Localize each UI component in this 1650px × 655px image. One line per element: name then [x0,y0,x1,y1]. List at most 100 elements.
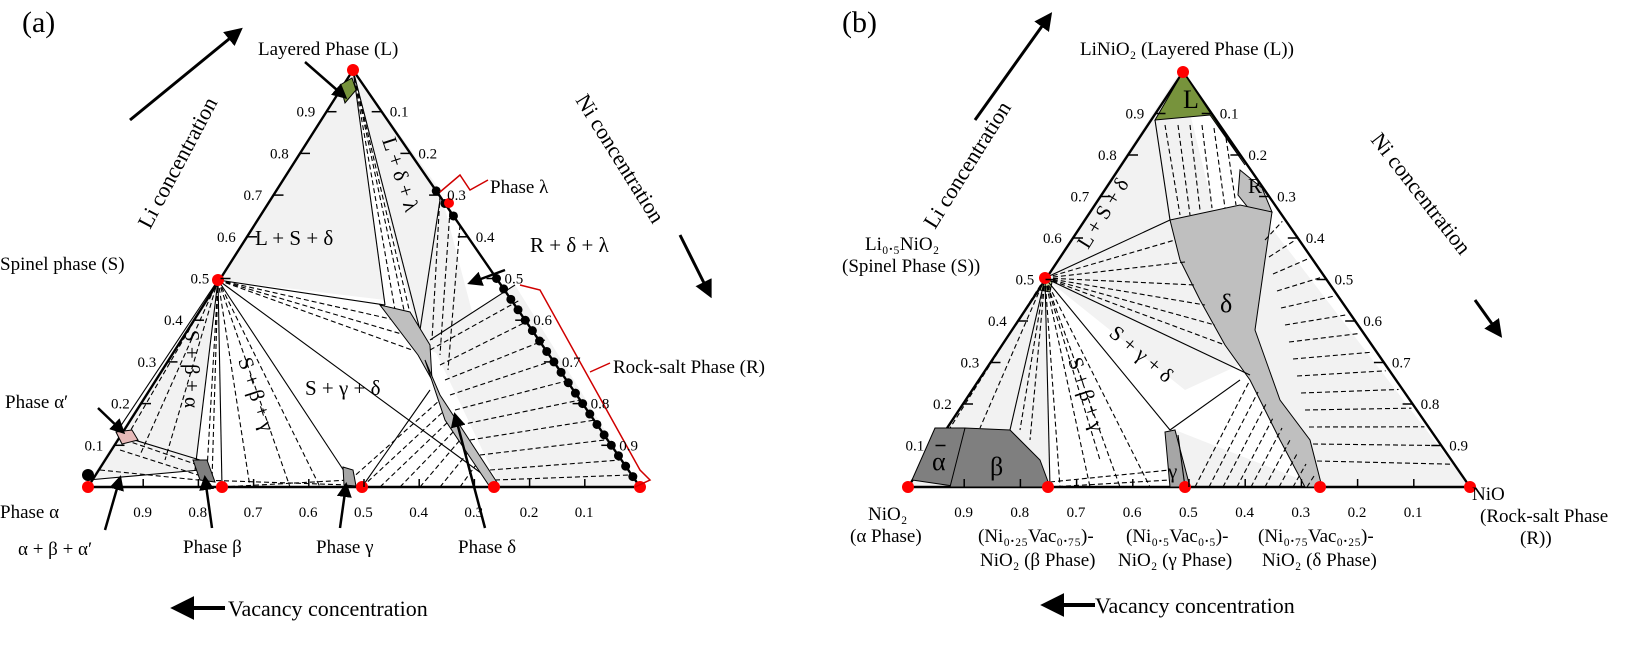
callout-spinel-a: Spinel phase (S) [0,254,125,275]
lambda-dot [448,211,458,221]
panel-b-bottom-tick-label: 0.6 [1123,505,1142,521]
rock-salt-dot [556,367,566,377]
region-R-b: R [1248,174,1262,198]
panel-a-left-tick-label: 0.1 [85,438,104,454]
panel-b-right-tick-label: 0.8 [1421,397,1440,413]
panel-b-left-tick-label: 0.7 [1071,190,1090,206]
callout-delta1-b: (Ni₀.₇₅Vac₀.₂₅)- [1258,526,1374,547]
tie-line [1306,475,1315,488]
tie-line [1236,415,1275,488]
callout-nio1-b: NiO [1472,484,1505,505]
arrow-gamma [336,482,352,529]
panel-b-left-tick-label: 0.4 [988,314,1007,330]
tie-line [1292,463,1307,488]
region-fill-rdl [430,285,640,487]
panel-a-left-tick-label: 0.2 [111,397,130,413]
rock-salt-dot [506,294,516,304]
panel-a-right-tick-label: 0.6 [533,313,552,329]
callout-delta2-b: NiO₂ (δ Phase) [1262,550,1377,571]
tie-line [1312,443,1438,447]
panel-a-left-tick-label: 0.7 [244,188,263,204]
marker-R-b [1464,481,1476,493]
panel-b-right-tick-label: 0.9 [1449,439,1468,455]
marker-delta-b [1314,481,1326,493]
callout-nio2-b: (Rock-salt Phase [1480,506,1608,527]
vac-axis-label-b: Vacancy concentration [1095,593,1295,618]
panel-b-right-tick-label: 0.4 [1306,231,1325,247]
panel-b-right-tick-label: 0.6 [1363,314,1382,330]
panel-a-left-tick-label: 0.5 [191,272,210,288]
callout-nio2-2-b: (α Phase) [850,526,922,547]
callout-alpha-prime-a: Phase α′ [5,392,68,413]
arrow-beta [199,475,215,529]
callout-layered-a: Layered Phase (L) [258,39,398,60]
arrow-delta [450,412,487,529]
vac-axis-label-a: Vacancy concentration [228,596,428,621]
rock-salt-dot [628,472,638,482]
panel-b-right-tick-label: 0.7 [1392,356,1411,372]
panel-a-left-tick-label: 0.8 [270,146,289,162]
panel-b-bottom-tick-label: 0.7 [1067,505,1086,521]
panel-a-bottom-tick-label: 0.6 [299,505,318,521]
bracket-rocksalt-lead [589,362,611,373]
callout-gamma1-b: (Ni₀.₅Vac₀.₅)- [1126,526,1228,547]
panel-b-right-tick-label: 0.1 [1220,107,1239,123]
panel-a-left-tick-label: 0.4 [164,313,183,329]
panel-a-right-tick-label: 0.8 [591,397,610,413]
li-axis-arrow-b [973,12,1053,121]
region-fill-ldl [353,70,490,380]
rock-salt-dot [585,409,595,419]
panel-a-left-tick-label: 0.3 [138,355,157,371]
region-sgd-a: S + γ + δ [305,376,381,400]
panel-a-left-tick-label: 0.9 [297,105,316,121]
marker-S-b [1039,272,1051,284]
callout-beta-a: Phase β [183,537,242,558]
panel-b-left-tick-label: 0.5 [1016,273,1035,289]
callout-alpha-a: Phase α [0,502,59,523]
region-beta-b: β [990,452,1003,481]
callout-nio2-1-b: NiO₂ [868,504,907,525]
panel-a-right-tick-label: 0.7 [562,355,581,371]
marker-delta-a [488,481,500,493]
tie-line [1208,391,1259,488]
tie-line [1300,388,1399,394]
li-axis-arrow-a [129,27,243,122]
region-fill-gd-b [1175,430,1320,487]
tie-line [1278,451,1299,488]
panel-a-bottom-tick-label: 0.4 [409,505,428,521]
panel-a-right-tick-label: 0.3 [447,188,466,204]
callout-beta2-b: NiO₂ (β Phase) [980,550,1096,571]
tie-line [1268,239,1296,258]
panel-a-right-tick-label: 0.1 [390,105,409,121]
panel-b-bottom-tick-label: 0.8 [1010,505,1029,521]
panel-a-bottom-tick-label: 0.8 [188,505,207,521]
callout-aba-a: α + β + α′ [18,539,92,560]
panel-b-right-tick-label: 0.3 [1277,190,1296,206]
point-alpha-a [82,469,94,481]
panel-label-a: (a) [22,6,55,39]
tie-line [1280,295,1335,309]
marker-L-b [1177,66,1189,78]
region-sbg-b: S + β + γ [1063,354,1109,434]
region-sba-a: S + β + α [180,330,204,408]
panel-a-right-tick-label: 0.5 [505,272,524,288]
panel-b-bottom-tick-label: 0.2 [1348,505,1367,521]
arrow-rdl [467,268,506,286]
panel-b-bottom-tick-label: 0.1 [1404,505,1423,521]
tie-line [1316,460,1451,465]
panel-a-bottom-tick-label: 0.1 [575,505,594,521]
rock-salt-dot [513,305,523,315]
marker-S-a [212,274,224,286]
rock-salt-dot [621,461,631,471]
panel-a-right-tick-label: 0.9 [619,438,638,454]
panel-b-bottom-tick-label: 0.3 [1291,505,1310,521]
callout-nio3-b: (R)) [1520,528,1552,549]
phase-L-region-b [1154,71,1246,166]
panel-b-bottom-tick-label: 0.9 [954,505,973,521]
marker-beta-b [1042,481,1054,493]
tie-line [1194,379,1251,488]
region-fill-r-b [1250,200,1470,487]
callout-rocksalt-a: Rock-salt Phase (R) [613,357,765,378]
